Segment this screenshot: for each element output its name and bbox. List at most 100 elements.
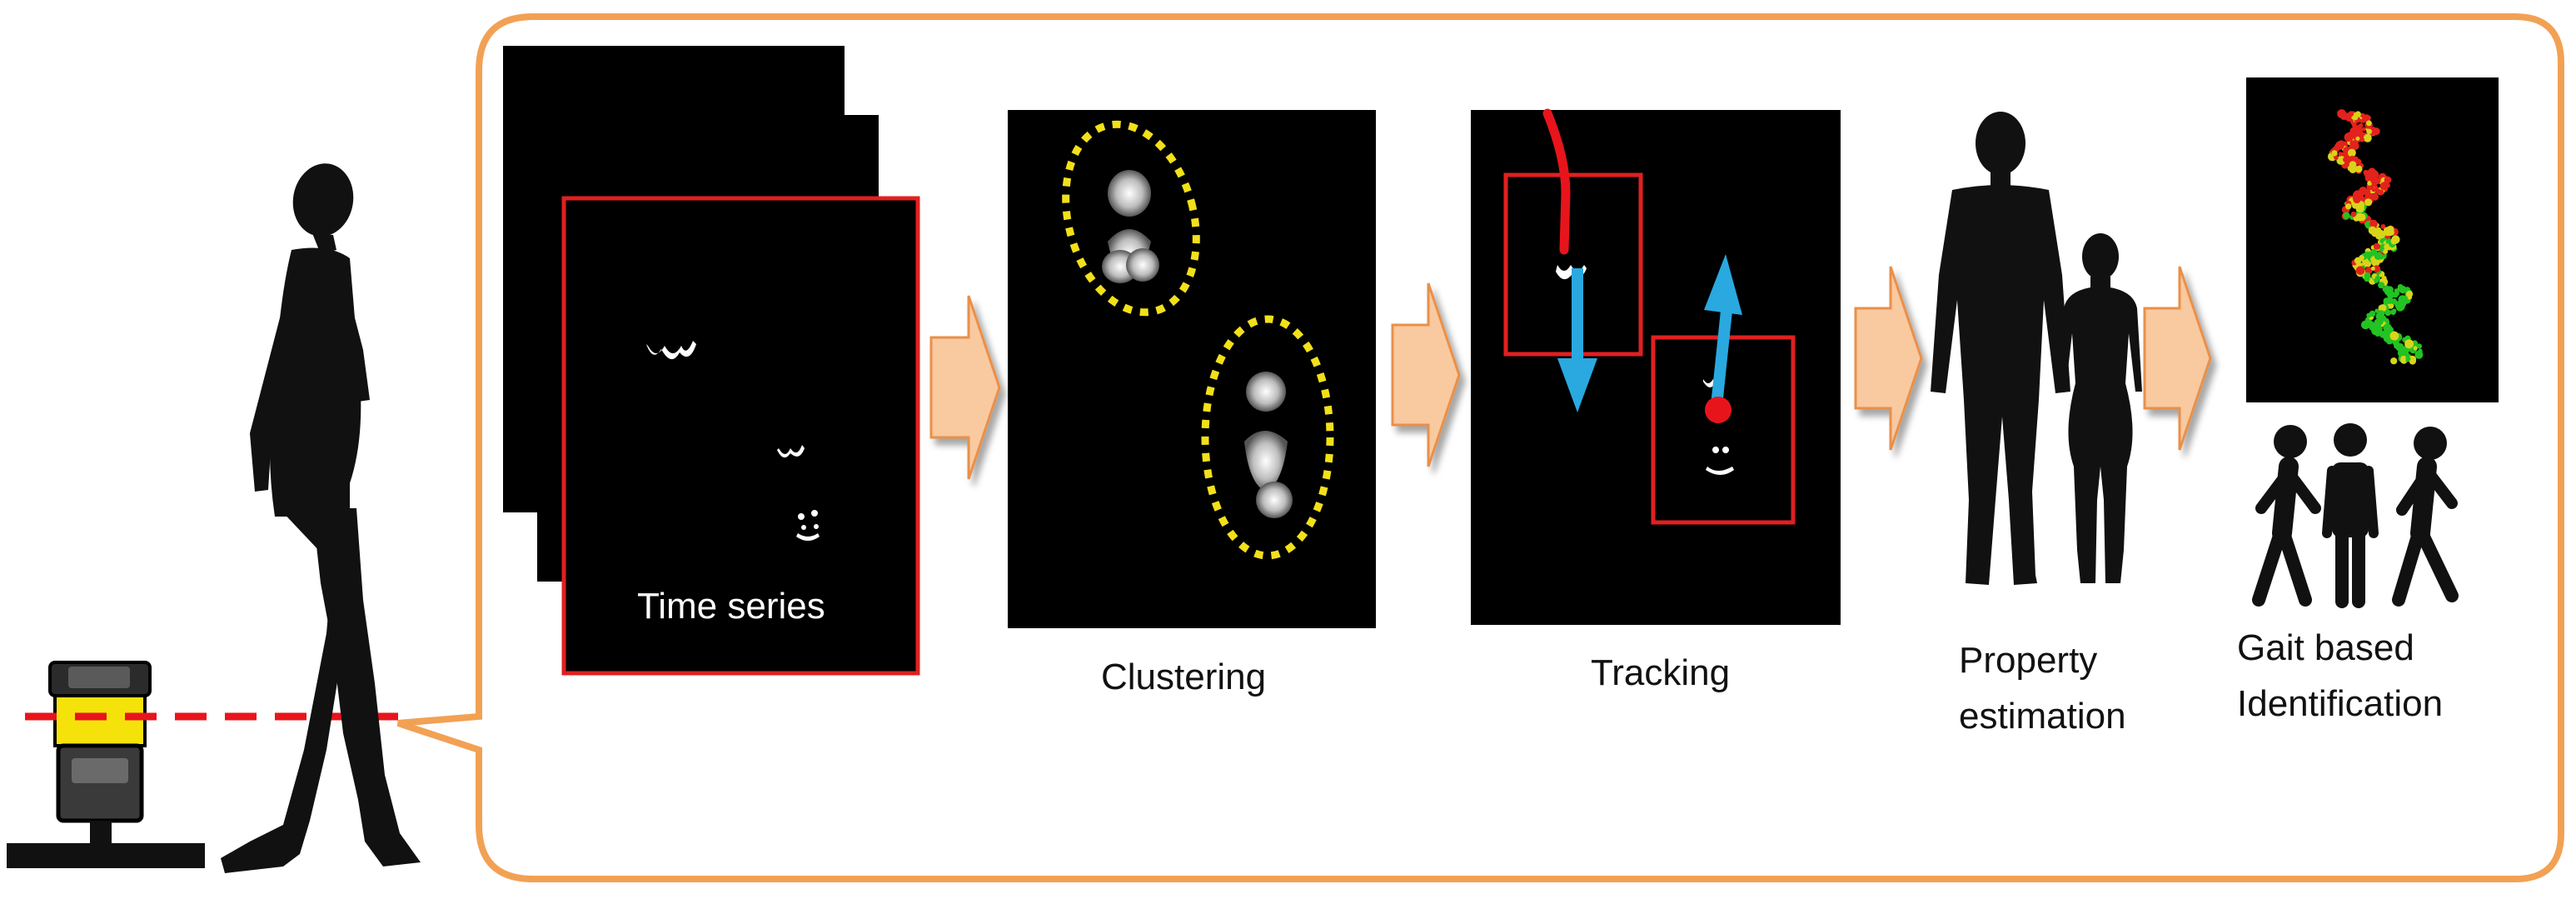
point-cloud-dot [2370,266,2375,271]
point-cloud-dot [2355,215,2360,220]
point-cloud-dot [2387,229,2394,236]
point-cloud-dot [2390,238,2397,245]
point-cloud-dot [2363,169,2369,175]
point-cloud-dot [2400,348,2407,355]
point-cloud-dot [2365,267,2373,274]
point-cloud-dot [2361,320,2370,330]
point-cloud-dot [2416,343,2422,349]
gait-point-cloud-frame [2246,77,2499,402]
point-cloud-dot [2370,127,2377,134]
point-cloud-dot [2354,111,2361,117]
point-cloud-dot [2334,146,2340,152]
tracking-label: Tracking [1591,652,1731,693]
time-series-point-blobs [646,341,820,541]
point-cloud-dot [2385,297,2394,305]
track-arrow-down [1557,268,1597,412]
callout-frame [396,13,2564,882]
point-cloud-dot [2348,111,2354,117]
time-series-frames [503,46,920,676]
walking-figure-right [2392,427,2459,607]
point-cloud-dot [2390,309,2396,315]
point-cloud-dot [2343,157,2349,162]
point-cloud-dot [2362,114,2371,122]
point-cloud-dot [2405,290,2414,298]
point-cloud-dot [2398,287,2404,292]
point-cloud-dot [2338,152,2343,157]
point-cloud-dot [2343,212,2350,220]
human-silhouette-icon [1931,112,2142,585]
walking-figure-left [2252,425,2321,607]
point-cloud-dot [2359,213,2366,219]
point-cloud-dot [2355,266,2365,276]
point-cloud-dot [2405,356,2411,362]
point-cloud-dot [2381,276,2387,281]
point-cloud-dot [2349,161,2357,169]
cluster-ring-2 [1201,315,1334,560]
point-cloud-dot [2361,127,2366,132]
point-cloud-dot [2383,323,2392,332]
gait-identification-label-line2: Identification [2237,683,2444,724]
point-cloud-dot [2349,155,2355,161]
clustering-frame [1008,110,1376,628]
point-cloud-dot [2369,322,2378,332]
point-cloud-dot [2409,355,2417,363]
point-cloud-dot [2383,181,2388,187]
point-cloud-dot [2336,156,2346,165]
point-cloud-dot [2374,308,2379,313]
point-cloud-dot [2355,165,2363,173]
property-estimation-label-line1: Property [1959,640,2098,681]
laser-range-sensor-icon [7,661,205,868]
point-cloud-dot [2374,330,2380,336]
point-cloud-dot [2383,248,2389,254]
point-cloud-dot [2359,132,2364,137]
standing-figure-center [2322,423,2379,608]
arrow-2 [1391,282,1461,467]
point-cloud-dot [2370,177,2378,185]
walking-people-icon [2252,423,2459,608]
point-cloud-dot [2366,312,2372,318]
arrow-1 [929,295,1001,480]
point-cloud-dot [2334,155,2339,161]
point-cloud-dot [2350,211,2357,217]
point-cloud-dot [2363,133,2372,142]
point-cloud-dot [2364,198,2373,207]
time-series-highlight-frame [561,196,920,676]
point-cloud-dot [2375,232,2383,240]
arrow-4 [2143,266,2212,451]
point-cloud-dot [2378,310,2385,317]
point-cloud-dot [2379,304,2387,312]
point-cloud-dot [2413,346,2418,351]
point-cloud-dot [2374,252,2383,260]
point-cloud-dot [2349,140,2356,147]
point-cloud-dot [2363,260,2370,267]
point-cloud-dot [2374,242,2380,250]
point-cloud-dot [2417,350,2423,356]
point-cloud-dot [2359,118,2364,123]
track-position-dot [1705,397,1731,423]
point-cloud-dot [2394,342,2399,349]
point-cloud-dot [2380,224,2386,229]
point-cloud-dot [2379,315,2386,322]
point-cloud-dot [2404,339,2414,349]
arrow-3 [1854,266,1923,451]
time-series-label: Time series [637,586,825,627]
point-cloud-dot [2389,331,2399,341]
process-arrows [929,266,2212,480]
point-cloud-dot [2399,344,2404,350]
track-trail [1542,108,1571,255]
point-cloud-dot [2344,132,2354,142]
point-cloud-dot [2359,255,2364,261]
point-cloud-dot [2384,287,2391,294]
point-cloud-dot [2384,309,2392,317]
point-cloud-dot [2364,272,2371,279]
point-cloud-dot [2367,168,2376,177]
gait-identification-label-line1: Gait based [2237,627,2414,668]
point-cloud-dot [2366,120,2372,127]
gait-point-cloud [2328,109,2424,365]
male-silhouette [1931,112,2070,585]
cluster-ring-1 [1062,120,1200,317]
clustering-label: Clustering [1101,657,1267,697]
point-cloud-dot [2339,112,2349,121]
track-arrow-up [1704,254,1742,409]
